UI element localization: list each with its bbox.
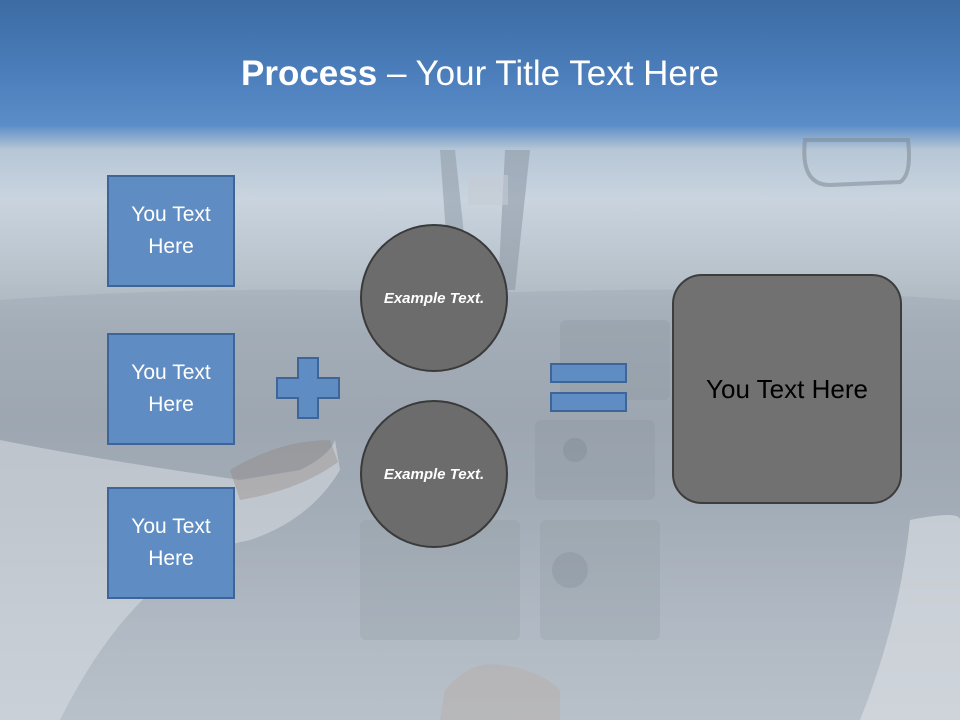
text-box-label: You Text Here [131, 361, 211, 416]
text-box-3: You Text Here [107, 487, 235, 599]
example-circle-2: Example Text. [360, 400, 508, 548]
title-rest: – Your Title Text Here [377, 54, 719, 93]
slide-title: Process – Your Title Text Here [0, 52, 960, 96]
text-box-label: You Text Here [131, 203, 211, 258]
equals-bar-bottom [550, 392, 627, 412]
result-box: You Text Here [672, 274, 902, 504]
example-circle-1: Example Text. [360, 224, 508, 372]
equals-bar-top [550, 363, 627, 383]
title-bold: Process [241, 54, 378, 93]
example-circle-label: Example Text. [383, 289, 485, 307]
example-circle-label: Example Text. [383, 465, 485, 483]
plus-icon [276, 357, 340, 419]
text-box-label: You Text Here [131, 515, 211, 570]
text-box-1: You Text Here [107, 175, 235, 287]
text-box-2: You Text Here [107, 333, 235, 445]
result-label: You Text Here [706, 373, 868, 404]
